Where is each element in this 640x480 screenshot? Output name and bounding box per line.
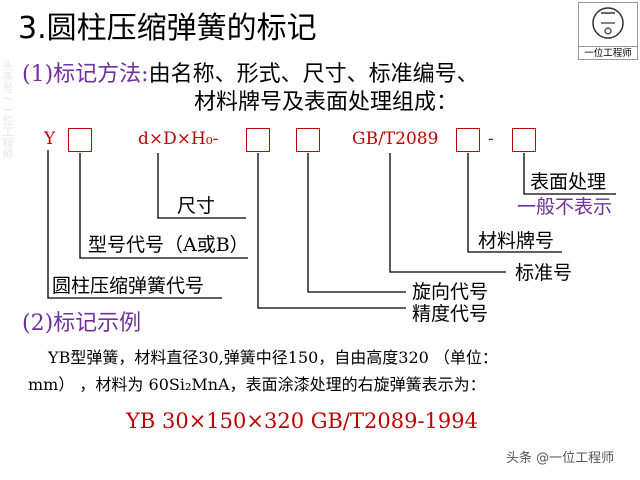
box-type bbox=[68, 128, 92, 152]
section1-heading: (1)标记方法:由名称、形式、尺寸、标准编号、 bbox=[22, 64, 479, 86]
mark-dims: d×D×H₀- bbox=[138, 129, 219, 149]
label-type-code: 型号代号（A或B） bbox=[88, 234, 249, 256]
box-surface bbox=[512, 128, 536, 152]
side-watermark: 头条号 / 一位工程师 bbox=[1, 60, 14, 159]
label-spring-code: 圆柱压缩弹簧代号 bbox=[52, 275, 205, 297]
label-rotation-code: 旋向代号 bbox=[412, 281, 489, 303]
section2-heading: (2)标记示例 bbox=[22, 311, 142, 336]
section1-heading-label: (1)标记方法: bbox=[22, 62, 149, 87]
label-surface: 表面处理 bbox=[530, 171, 607, 193]
label-material: 材料牌号 bbox=[478, 230, 555, 252]
box-precision bbox=[246, 128, 270, 152]
label-precision-code: 精度代号 bbox=[412, 303, 489, 325]
example-result: YB 30×150×320 GB/T2089-1994 bbox=[126, 409, 478, 433]
mark-dash: - bbox=[488, 129, 494, 149]
box-rotation bbox=[296, 128, 320, 152]
page-title: 3.圆柱压缩弹簧的标记 bbox=[18, 11, 317, 46]
logo-seal-icon bbox=[592, 7, 624, 39]
section1-desc-line2: 材料牌号及表面处理组成： bbox=[194, 90, 459, 115]
example-para-line1: YB型弹簧，材料直径30,弹簧中径150，自由高度320 （单位： bbox=[48, 348, 498, 367]
label-standard-no: 标准号 bbox=[515, 262, 573, 284]
example-para-line2: mm） ，材料为 60Si₂MnA，表面涂漆处理的右旋弹簧表示为： bbox=[28, 375, 486, 394]
label-surface-note: 一般不表示 bbox=[517, 196, 613, 218]
section1-desc-line1: 由名称、形式、尺寸、标准编号、 bbox=[148, 62, 479, 87]
logo-text: 一位工程师 bbox=[579, 45, 637, 59]
mark-y: Y bbox=[44, 129, 56, 149]
mark-standard: GB/T2089 bbox=[352, 129, 439, 149]
label-size: 尺寸 bbox=[177, 195, 216, 217]
watermark: 头条 @一位工程师 bbox=[506, 451, 615, 466]
logo: 一位工程师 bbox=[578, 2, 638, 60]
box-material bbox=[456, 128, 480, 152]
